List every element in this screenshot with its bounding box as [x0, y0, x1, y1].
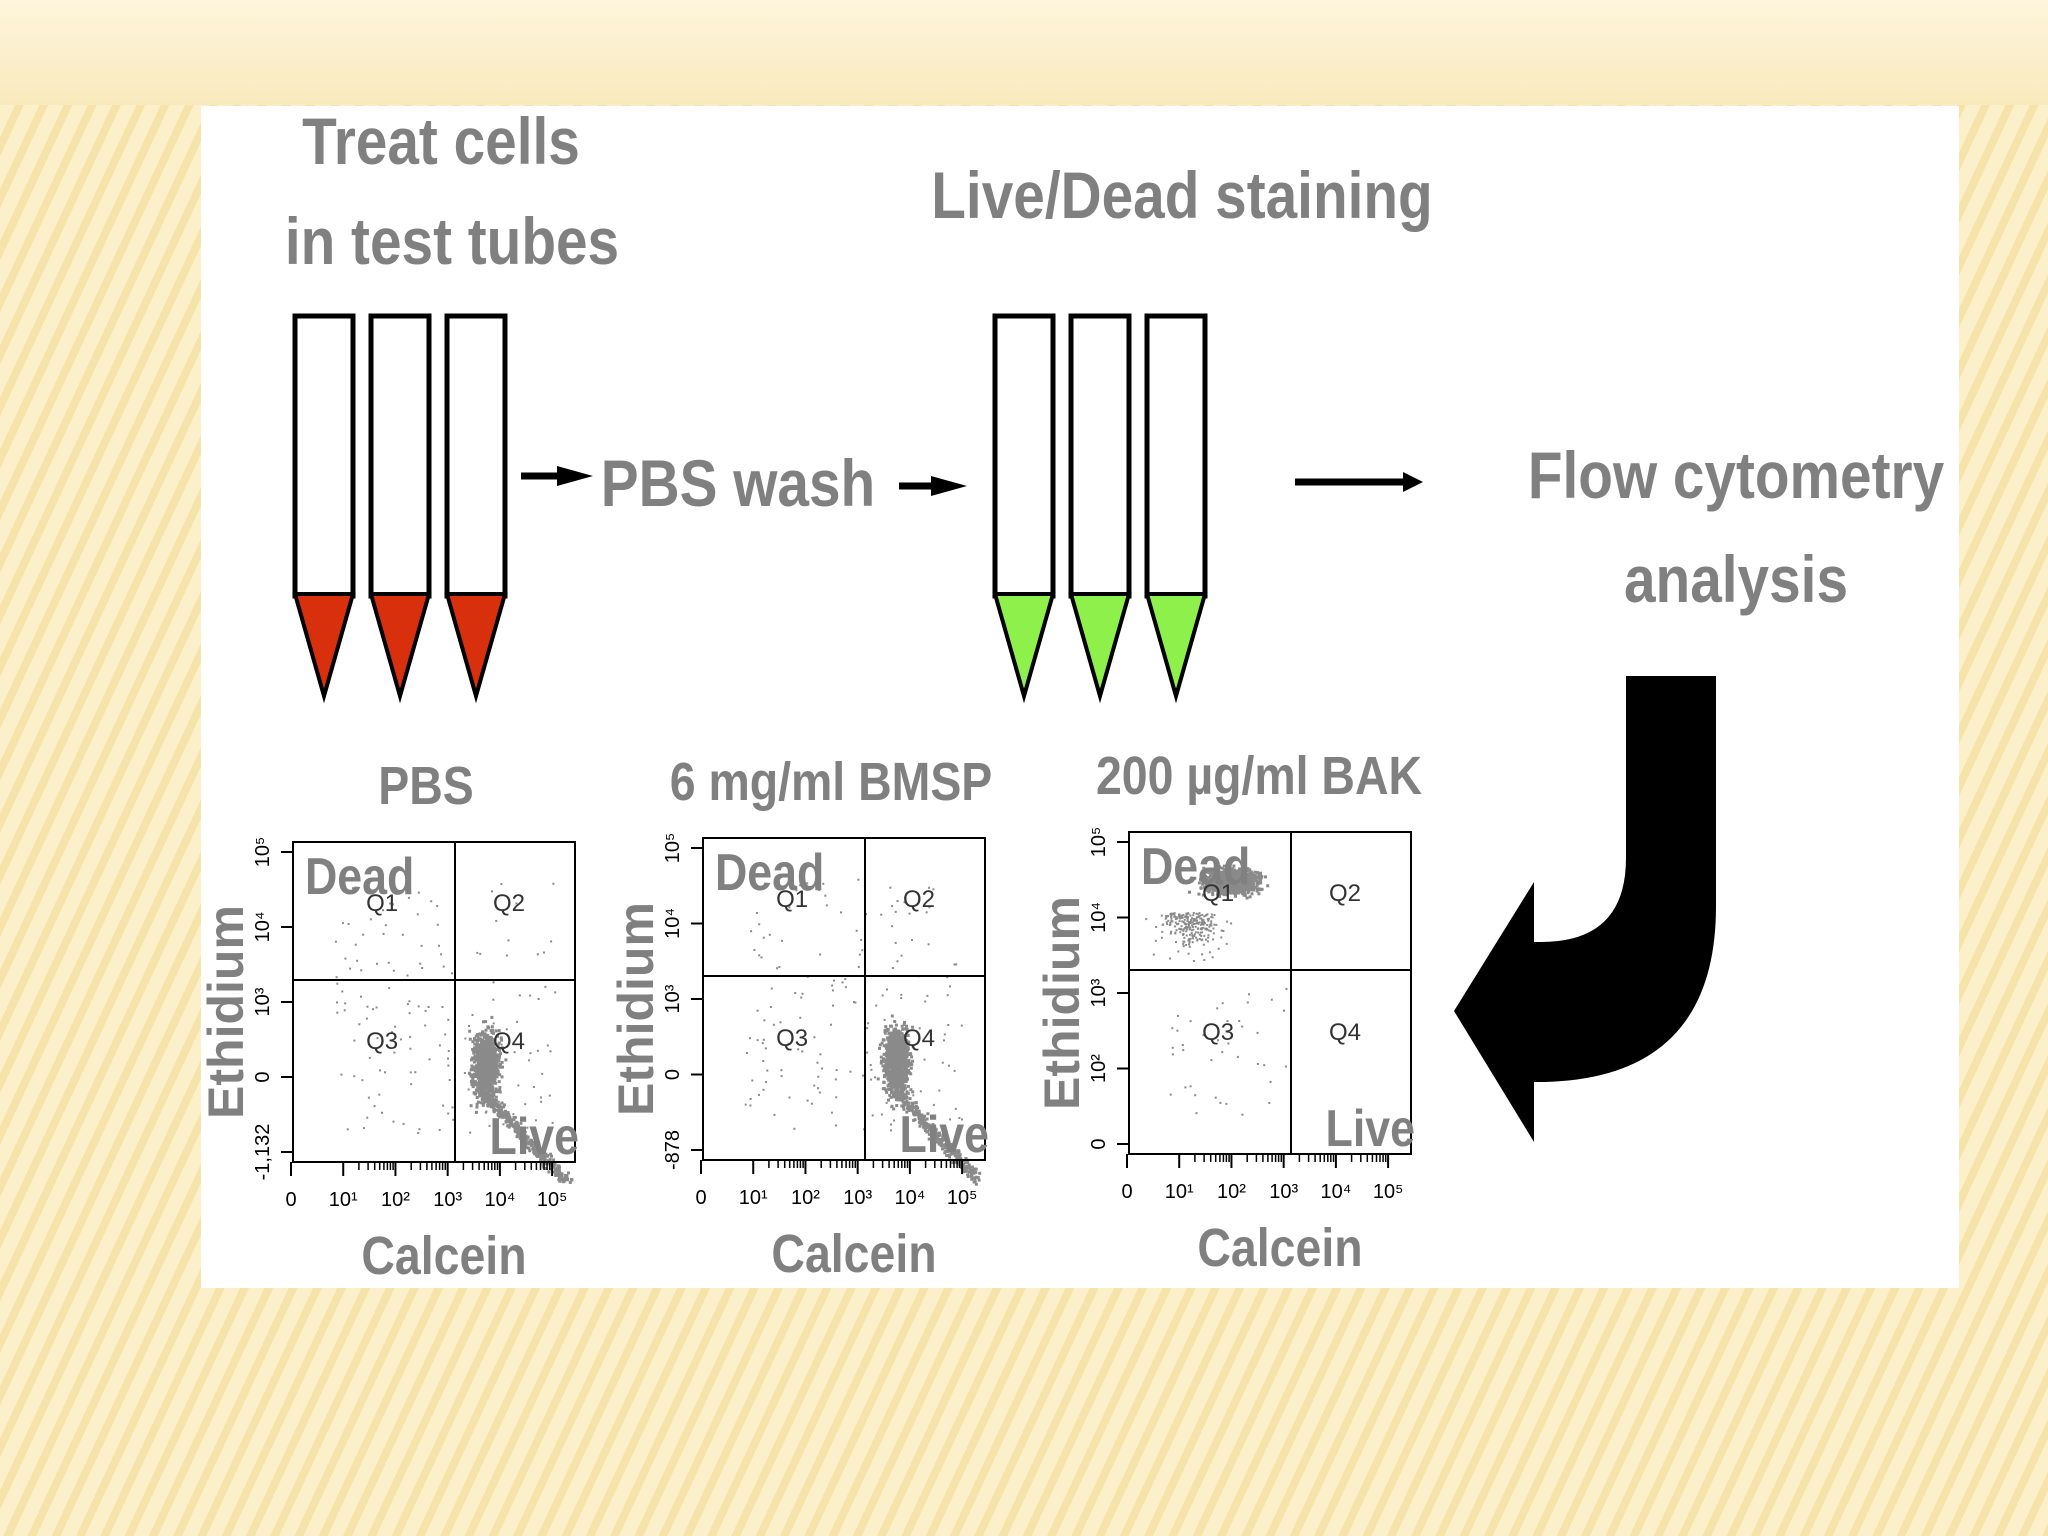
- x-tick-label: 10¹: [739, 1187, 768, 1209]
- y-tick-label: 10²: [1088, 1054, 1110, 1083]
- quadrant-label: Q3: [776, 1025, 808, 1052]
- quadrant-label: Q2: [493, 890, 525, 917]
- quadrant-label: Q4: [493, 1028, 525, 1055]
- y-tick-label: 10³: [252, 987, 274, 1016]
- step-stain-label: Live/Dead staining: [931, 159, 1432, 233]
- x-tick-label: 10⁵: [1373, 1181, 1404, 1203]
- y-axis-title: Ethidium: [201, 905, 254, 1119]
- y-tick-label: 0: [252, 1071, 274, 1082]
- plot-condition-title: PBS: [378, 755, 473, 816]
- x-tick-label: 10⁵: [947, 1187, 978, 1209]
- x-axis-title: Calcein: [1197, 1217, 1362, 1278]
- dead-label: Dead: [715, 844, 824, 902]
- y-tick-label: -1,132: [252, 1124, 274, 1181]
- y-tick-label: 10⁵: [252, 837, 274, 868]
- x-axis-title: Calcein: [771, 1223, 936, 1284]
- treat-tubes: [292, 313, 508, 704]
- quadrant-label: Q4: [1329, 1019, 1361, 1046]
- dead-label: Dead: [305, 848, 414, 906]
- test-tube-1: [292, 313, 356, 704]
- scatter-points: [744, 878, 982, 1186]
- step-treat-line1: Treat cells: [302, 106, 580, 179]
- slide-background-top: [0, 0, 2048, 105]
- step-wash-label: PBS wash: [601, 447, 875, 521]
- y-tick-label: 10⁴: [662, 908, 684, 939]
- x-tick-label: 0: [285, 1189, 296, 1211]
- x-tick-label: 10²: [1217, 1181, 1246, 1203]
- y-axis-title: Ethidium: [1034, 896, 1090, 1110]
- y-tick-label: 0: [662, 1069, 684, 1080]
- curved-arrow-icon: [1454, 676, 1716, 1142]
- workflow-diagram-svg: Treat cells in test tubes Live/Dead stai…: [198, 105, 1944, 1286]
- x-tick-label: 10⁴: [1320, 1181, 1351, 1203]
- quadrant-label: Q2: [1329, 880, 1361, 907]
- quadrant-label: Q3: [366, 1028, 398, 1055]
- x-tick-label: 10¹: [329, 1189, 358, 1211]
- x-tick-label: 10³: [433, 1189, 462, 1211]
- y-tick-label: 0: [1088, 1138, 1110, 1149]
- diagram-panel: Treat cells in test tubes Live/Dead stai…: [198, 105, 1959, 1288]
- x-tick-label: 10⁴: [484, 1189, 515, 1211]
- scatter-points: [334, 882, 574, 1184]
- quadrant-label: Q1: [1202, 880, 1234, 907]
- step-treat-line2: in test tubes: [285, 205, 619, 279]
- live-label: Live: [490, 1108, 579, 1166]
- arrow-right-icon: [899, 476, 967, 496]
- quadrant-label: Q2: [903, 886, 935, 913]
- test-tube-5: [1068, 313, 1132, 704]
- quadrant-label: Q3: [1202, 1019, 1234, 1046]
- x-tick-label: 0: [1121, 1181, 1132, 1203]
- y-tick-label: 10⁴: [1088, 902, 1110, 933]
- y-tick-label: 10⁴: [252, 912, 274, 943]
- test-tube-6: [1144, 313, 1208, 704]
- y-tick-label: 10³: [662, 984, 684, 1013]
- test-tube-4: [992, 313, 1056, 704]
- test-tube-2: [368, 313, 432, 704]
- x-tick-label: 10⁵: [537, 1189, 568, 1211]
- y-tick-label: 10⁵: [1088, 827, 1110, 858]
- dead-label: Dead: [1141, 838, 1250, 896]
- arrow-right-icon: [521, 466, 593, 486]
- plot-condition-title: 6 mg/ml BMSP: [670, 751, 993, 812]
- x-tick-label: 0: [695, 1187, 706, 1209]
- quadrant-label: Q1: [366, 890, 398, 917]
- plot-condition-title: 200 µg/ml BAK: [1096, 745, 1422, 806]
- live-label: Live: [1326, 1100, 1415, 1158]
- step-flow-line1: Flow cytometry: [1528, 439, 1944, 513]
- y-tick-label: 10³: [1088, 978, 1110, 1007]
- x-tick-label: 10¹: [1165, 1181, 1194, 1203]
- quadrant-label: Q1: [776, 886, 808, 913]
- x-tick-label: 10²: [791, 1187, 820, 1209]
- live-label: Live: [900, 1106, 989, 1164]
- x-tick-label: 10⁴: [894, 1187, 925, 1209]
- x-tick-label: 10³: [1269, 1181, 1298, 1203]
- y-tick-label: -878: [662, 1130, 684, 1170]
- arrow-right-icon: [1295, 472, 1423, 492]
- quadrant-label: Q4: [903, 1025, 935, 1052]
- y-axis-title: Ethidium: [608, 902, 664, 1116]
- test-tube-3: [444, 313, 508, 704]
- step-flow-line2: analysis: [1624, 543, 1848, 617]
- x-axis-title: Calcein: [361, 1225, 526, 1286]
- stain-tubes: [992, 313, 1208, 704]
- x-tick-label: 10³: [843, 1187, 872, 1209]
- scatter-points: [1145, 864, 1288, 1116]
- y-tick-label: 10⁵: [662, 833, 684, 864]
- x-tick-label: 10²: [381, 1189, 410, 1211]
